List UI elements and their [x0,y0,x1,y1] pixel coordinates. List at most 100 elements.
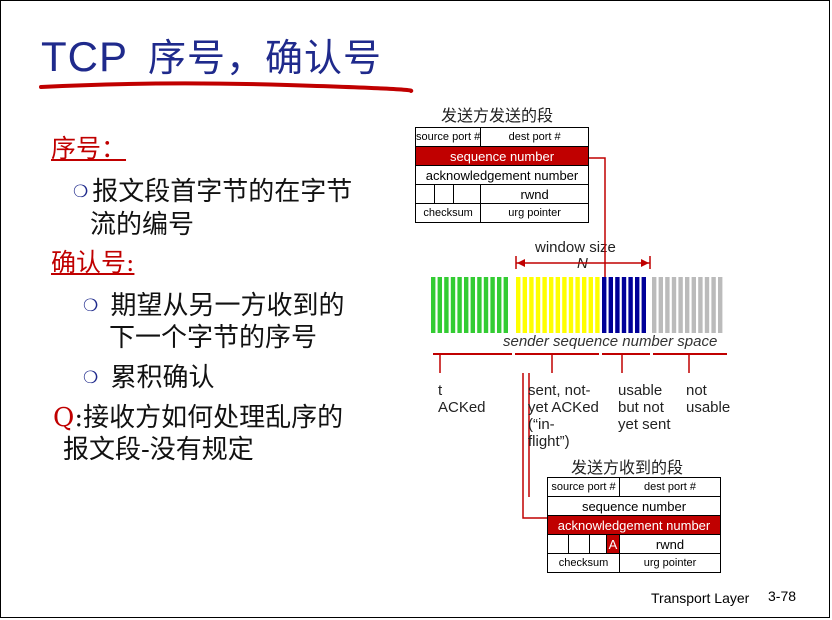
not-usable-label-line: not [686,382,707,399]
receiver-segment: source port #dest port # sequence number… [547,477,721,573]
not-usable-bar [665,277,670,333]
question-text1: :接收方如何处理乱序的 [74,403,344,433]
bullet-icon: ❍ [83,368,99,388]
sequence-space-axis-label: sender sequence number space [501,333,720,350]
acked-bar [457,277,462,333]
question-line2: 报文段-没有规定 [63,435,254,465]
acked-label-line: ACKed [438,399,486,416]
ack-number-field: acknowledgement number [415,165,589,185]
header-flag-cell [568,534,590,554]
acked-bar [444,277,449,333]
seq-desc-line2: 流的编号 [90,210,195,240]
checksum-field: checksum [547,553,620,573]
in-flight-bar [529,277,534,333]
seq-desc-text1: 报文段首字节的在字节 [92,177,353,207]
usable-label-line: usable [618,382,663,399]
in-flight-label-line: flight”) [528,433,570,450]
not-usable-bar [718,277,723,333]
in-flight-label-line: (“in- [528,416,555,433]
dest-port-field: dest port # [619,477,721,497]
acked-bar [437,277,442,333]
rwnd-field: rwnd [619,534,721,554]
window-size-label: window size [535,239,616,256]
acked-label: t ACKed [438,382,486,416]
in-flight-bar [555,277,560,333]
not-usable-bar [652,277,657,333]
in-flight-label: sent, not- yet ACKed (“in- flight”) [528,382,599,450]
not-usable-bar [698,277,703,333]
acked-label-line: t [438,382,443,399]
checksum-field: checksum [414,203,482,223]
not-usable-label: not usable [686,382,730,416]
usable-bar [615,277,620,333]
acked-bar [483,277,489,333]
acked-bar [470,277,475,333]
not-usable-bar [691,277,696,333]
ack-desc2: ❍ 累积确认 [83,357,215,394]
usable-bar [641,277,646,333]
sequence-number-field: sequence number [415,146,589,166]
in-flight-bar [562,277,567,333]
in-flight-label-line: yet ACKed [528,399,599,416]
header-flag-cell [589,534,607,554]
ack-desc1-line1: ❍ 期望从另一方收到的 [83,285,345,322]
in-flight-bar [522,277,527,333]
source-port-field: source port # [547,477,620,497]
dest-port-field: dest port # [480,127,589,147]
in-flight-bar [588,277,593,333]
header-flag-cell [547,534,569,554]
in-flight-label-line: sent, not- [528,382,591,399]
question-line1: Q:接收方如何处理乱序的 [53,397,343,434]
urg-pointer-field: urg pointer [619,553,721,573]
ack-desc2-text: 累积确认 [110,363,215,393]
seq-desc-line1: ❍报文段首字节的在字节 [73,171,352,208]
not-usable-bar [711,277,716,333]
sequence-bars [431,277,723,333]
title-tcp: TCP [41,33,128,80]
question-prefix: Q [53,403,75,433]
in-flight-bar [575,277,580,333]
in-flight-bar [542,277,547,333]
sender-segment-caption: 发送方发送的段 [441,106,554,125]
not-usable-bar [704,277,710,333]
sender-segment: source port #dest port # sequence number… [414,127,589,223]
acked-bar [497,277,502,333]
acked-bar [431,277,436,333]
source-port-field: source port # [414,127,482,147]
usable-bar [621,277,627,333]
usable-bar [608,277,613,333]
sequence-number-field: sequence number [547,496,721,516]
acked-bar [464,277,469,333]
footer-page-number: 3-78 [768,588,797,604]
in-flight-bar [568,277,574,333]
acked-bar [503,277,508,333]
footer-course: Transport Layer [651,590,750,606]
urg-pointer-field: urg pointer [480,203,589,223]
not-usable-bar [658,277,663,333]
in-flight-bar [516,277,521,333]
usable-bar [602,277,607,333]
usable-label-line: yet sent [618,416,671,433]
seq-header: 序号： [51,134,127,163]
in-flight-bar [582,277,587,333]
not-usable-bar [685,277,690,333]
bullet-icon: ❍ [73,182,89,202]
acked-bar [477,277,482,333]
in-flight-bar [535,277,541,333]
ack-flag-cell: A [606,534,620,554]
not-usable-bar [678,277,683,333]
sequence-space-diagram [431,157,727,519]
usable-bar [628,277,633,333]
ack-number-field: acknowledgement number [547,515,721,535]
bullet-icon: ❍ [83,296,99,316]
usable-bar [635,277,640,333]
in-flight-bar [549,277,554,333]
receiver-segment-caption: 发送方收到的段 [571,458,684,477]
not-usable-bar [671,277,677,333]
ack-desc1-text1: 期望从另一方收到的 [110,291,345,321]
ack-desc1-line2: 下一个字节的序号 [109,323,318,353]
acked-bar [490,277,495,333]
acked-bar [450,277,456,333]
